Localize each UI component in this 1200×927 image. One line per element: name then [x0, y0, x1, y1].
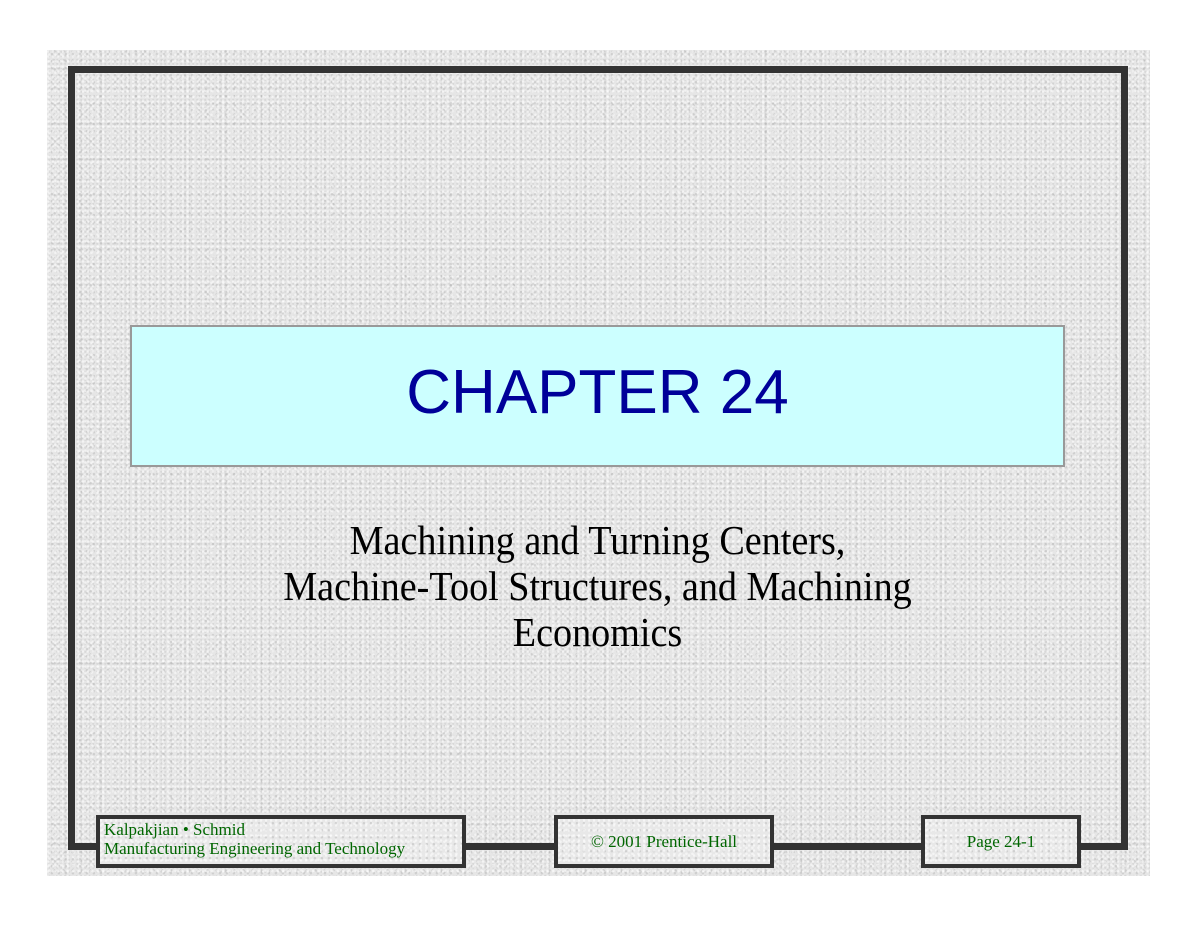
chapter-title: CHAPTER 24 — [406, 357, 789, 427]
footer-page-box: Page 24-1 — [921, 815, 1081, 868]
footer-page-number: Page 24-1 — [966, 831, 1036, 851]
footer-book-title: Manufacturing Engineering and Technology — [104, 839, 406, 858]
footer-authors: Kalpakjian • Schmid — [104, 820, 245, 839]
footer-copyright-box: © 2001 Prentice-Hall — [554, 815, 774, 868]
subtitle-line: Machining and Turning Centers, — [349, 517, 846, 563]
chapter-subtitle: Machining and Turning Centers, Machine-T… — [163, 517, 1033, 655]
subtitle-line: Economics — [512, 609, 683, 655]
chapter-title-box: CHAPTER 24 — [130, 325, 1065, 467]
footer-authors-box: Kalpakjian • Schmid Manufacturing Engine… — [96, 815, 466, 868]
footer-copyright: © 2001 Prentice-Hall — [590, 831, 738, 851]
subtitle-line: Machine-Tool Structures, and Machining — [283, 563, 912, 609]
